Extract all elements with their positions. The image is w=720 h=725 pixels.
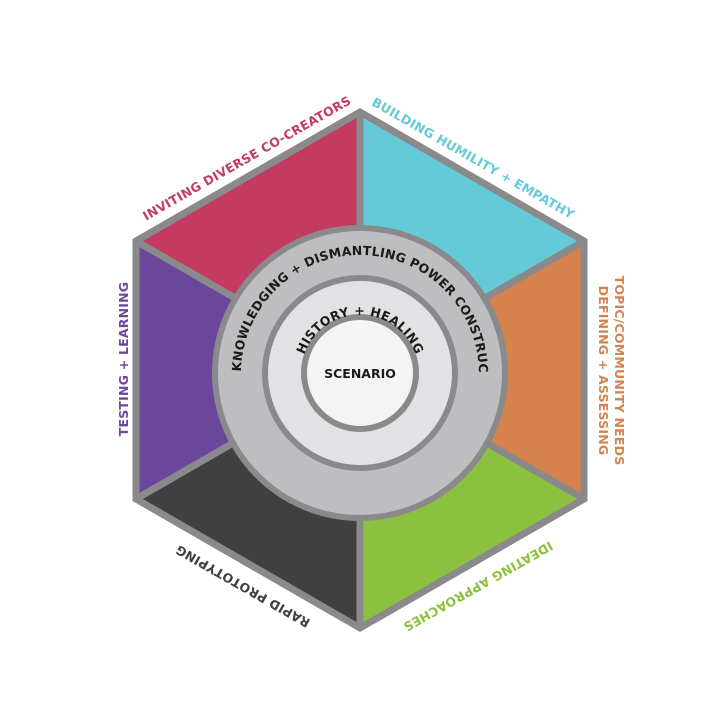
center-circle [301,314,419,432]
center-label: SCENARIO [324,366,396,381]
label-topic-community-needs: TOPIC/COMMUNITY NEEDS [612,276,627,466]
label-defining-assessing: DEFINING + ASSESSING [596,286,611,456]
label-testing-learning: TESTING + LEARNING [116,282,131,437]
